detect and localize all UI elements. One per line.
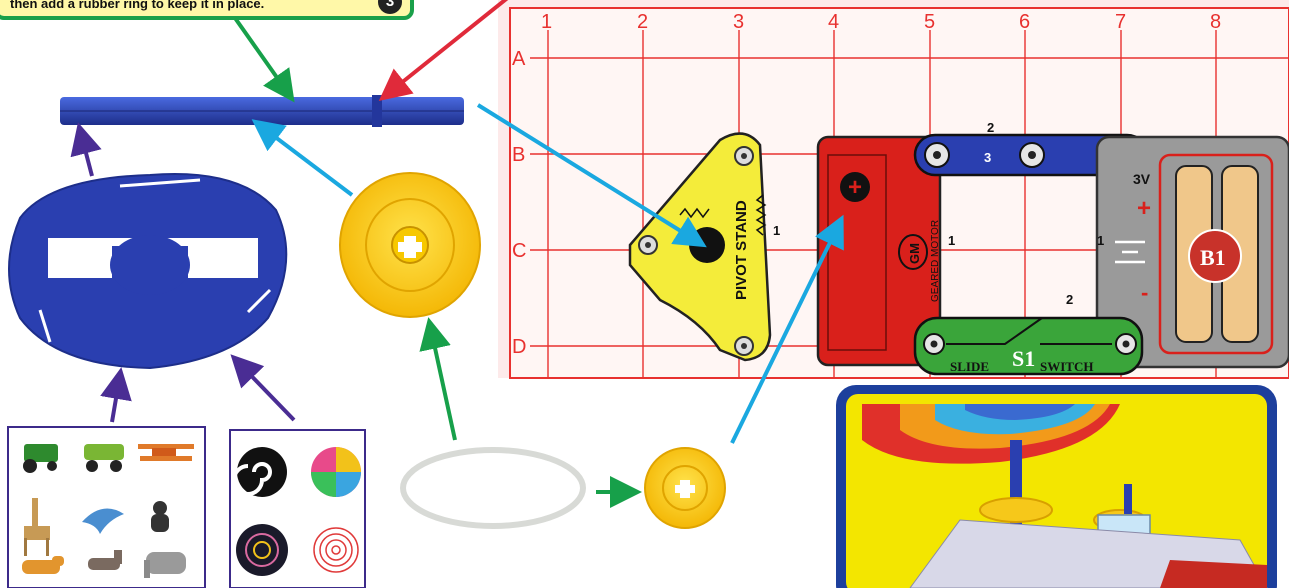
bear-icon: [151, 501, 169, 532]
col-label-8: 8: [1210, 11, 1221, 33]
animal-picture-card: [8, 427, 205, 588]
row-label-c: C: [512, 240, 526, 262]
dark-pattern-icon: [236, 524, 288, 576]
battery-plus-icon: +: [1137, 195, 1151, 222]
wire-label: 3: [984, 150, 991, 165]
wire-level: 2: [987, 120, 994, 135]
col-label-2: 2: [637, 11, 648, 33]
rainbow-swirl-icon: [311, 447, 361, 497]
blue-disc: [9, 174, 286, 368]
callout-text: then add a rubber ring to keep it in pla…: [10, 0, 264, 11]
arrow-purple-card2-disc: [236, 360, 294, 420]
pattern-picture-card: [230, 430, 365, 588]
motor-badge: GM: [907, 243, 922, 264]
small-pulley: [645, 448, 725, 528]
switch-right-text: SWITCH: [1040, 359, 1093, 374]
switch-label: S1: [1012, 346, 1035, 371]
switch-level: 2: [1066, 292, 1073, 307]
col-label-3: 3: [733, 11, 744, 33]
row-label-b: B: [512, 144, 525, 166]
motor-level: 1: [948, 233, 955, 248]
pivot-stand-label: PIVOT STAND: [733, 200, 750, 300]
pivot-stand-level: 1: [773, 223, 780, 238]
col-label-6: 6: [1019, 11, 1030, 33]
col-label-4: 4: [828, 11, 839, 33]
battery-label: B1: [1200, 245, 1226, 270]
assembled-model-photo: [836, 385, 1277, 588]
motor-plus-icon: +: [848, 174, 862, 201]
rubber-ring: [403, 450, 583, 526]
row-label-a: A: [512, 48, 526, 70]
blue-shaft: [60, 95, 464, 127]
col-label-5: 5: [924, 11, 935, 33]
arrow-blue-pulley-shaft: [258, 124, 352, 195]
arrow-purple-disc-shaft: [80, 130, 92, 176]
col-label-1: 1: [541, 11, 552, 33]
step-number-badge: 3: [378, 0, 402, 14]
col-label-7: 7: [1115, 11, 1126, 33]
arrow-green-ring-pulley: [430, 325, 455, 440]
row-label-d: D: [512, 336, 526, 358]
battery-minus-icon: -: [1141, 280, 1148, 305]
large-pulley: [340, 173, 480, 317]
switch-left-text: SLIDE: [950, 359, 989, 374]
motor-label: GEARED MOTOR: [930, 220, 941, 302]
instruction-callout: then add a rubber ring to keep it in pla…: [0, 0, 414, 20]
battery-level: 1: [1097, 233, 1104, 248]
battery-voltage: 3V: [1133, 171, 1151, 187]
arrow-purple-card-disc: [112, 375, 120, 422]
arrow-green-callout: [235, 18, 290, 96]
